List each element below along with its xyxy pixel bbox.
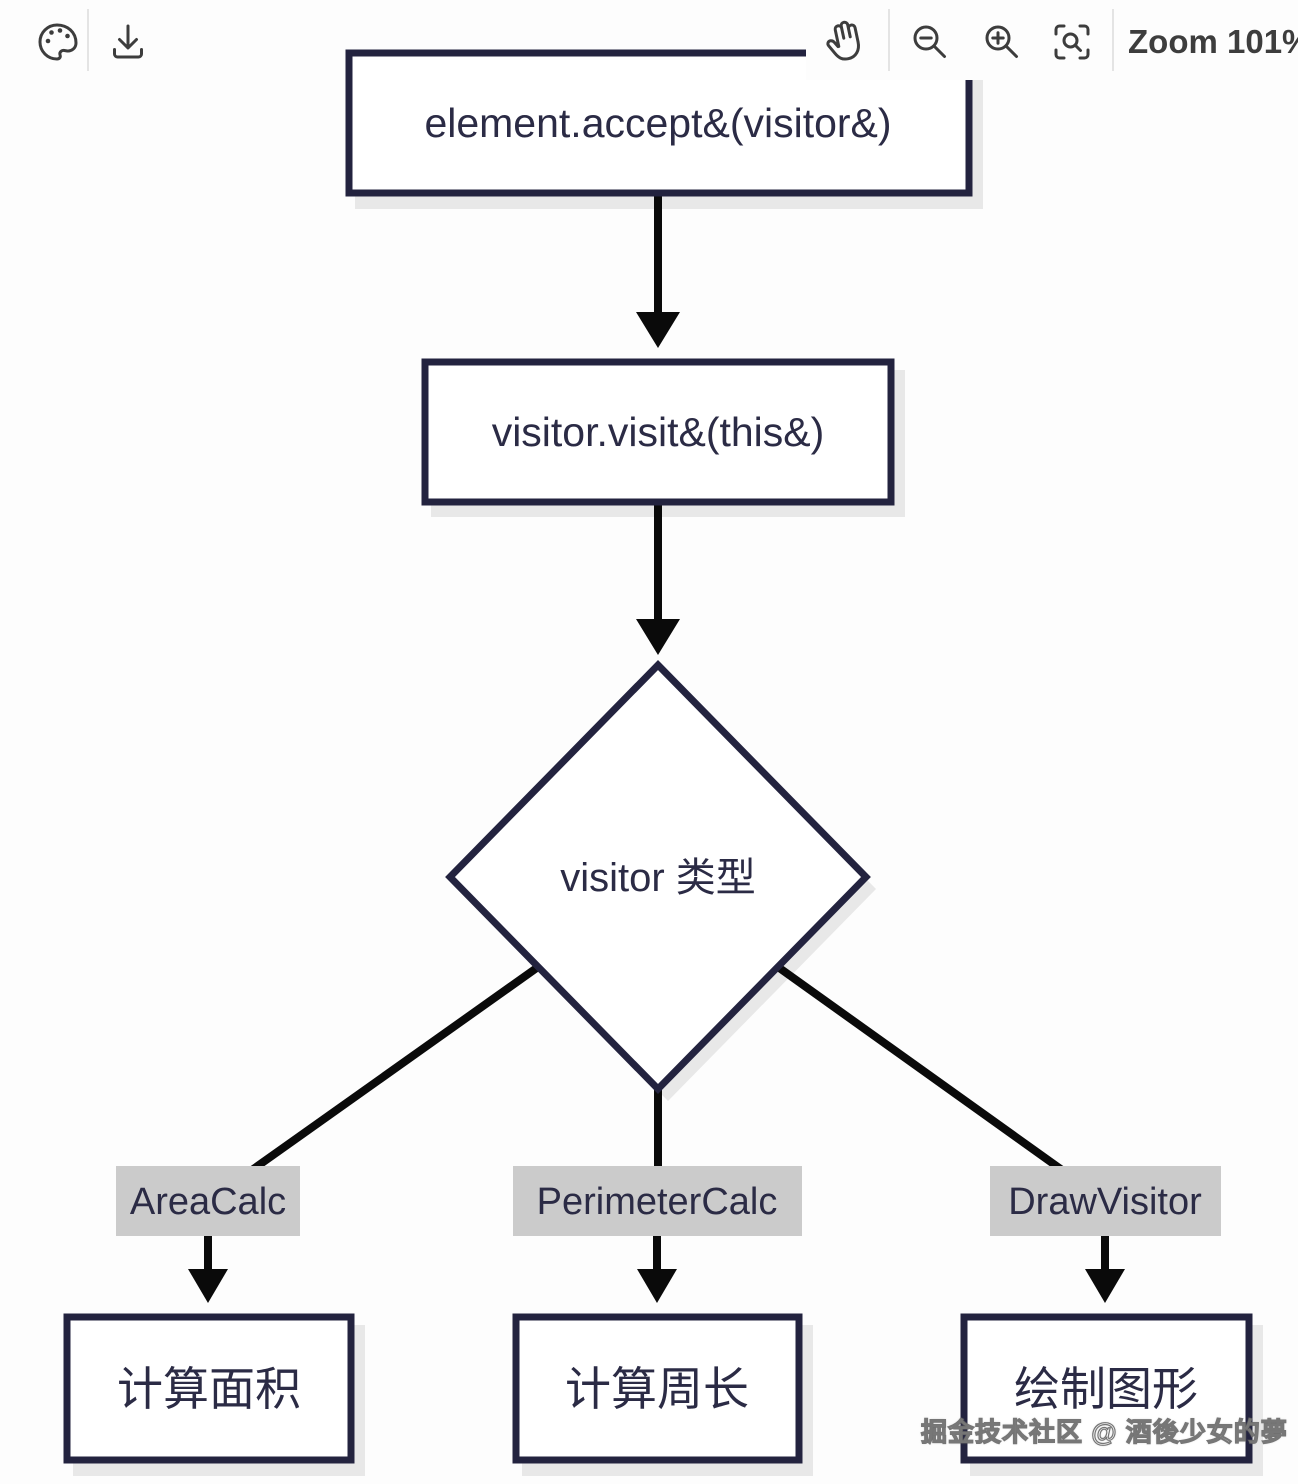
calc-area-node <box>63 1313 355 1464</box>
edge-label-draw-bg <box>990 1166 1221 1236</box>
accept-node-label: element.accept&(visitor&) <box>424 100 891 146</box>
toolbar-divider <box>1112 9 1114 71</box>
edge-label-perimeter-bg <box>513 1166 802 1236</box>
edge-label-draw: DrawVisitor <box>1008 1181 1202 1223</box>
fit-view-button[interactable] <box>1048 18 1096 66</box>
watermark: 掘金技术社区 @ 酒後少女的夢 <box>920 1416 1288 1447</box>
edge-draw-box-arrowhead <box>1085 1269 1125 1303</box>
calc-perimeter-node <box>512 1313 803 1464</box>
zoom-in-icon <box>985 25 1018 58</box>
edge-area-box-arrowhead <box>188 1269 228 1303</box>
decision-node-label: visitor 类型 <box>560 856 756 900</box>
pan-tool-button[interactable] <box>821 18 869 66</box>
zoom-level-label: Zoom 101% <box>1128 23 1298 60</box>
edge-decision-draw <box>775 963 1065 1174</box>
toolbar-divider <box>87 9 89 71</box>
theme-palette-button[interactable] <box>33 18 81 66</box>
calc-perimeter-node-label: 计算周长 <box>565 1363 749 1415</box>
palette-icon <box>38 23 78 61</box>
pan-hand-icon <box>826 20 860 61</box>
fit-view-icon <box>1054 24 1090 60</box>
edge-accept-visit-arrowhead <box>636 312 680 348</box>
download-button[interactable] <box>104 18 152 66</box>
toolbar: Zoom 101% <box>0 0 1298 84</box>
draw-shape-node <box>960 1313 1253 1464</box>
download-icon <box>113 24 143 59</box>
decision-node <box>445 660 871 1094</box>
calc-area-node-label: 计算面积 <box>117 1363 301 1415</box>
edge-label-perimeter: PerimeterCalc <box>537 1181 778 1223</box>
edge-label-area-bg <box>116 1166 300 1236</box>
zoom-out-icon <box>913 25 946 58</box>
edge-label-area: AreaCalc <box>130 1181 286 1223</box>
edge-perimeter-box-arrowhead <box>637 1269 677 1303</box>
zoom-out-button[interactable] <box>906 18 954 66</box>
edge-visit-decision-arrowhead <box>636 619 680 655</box>
toolbar-divider <box>888 9 890 71</box>
zoom-in-button[interactable] <box>978 18 1026 66</box>
visit-node <box>421 358 895 506</box>
edge-decision-area <box>249 963 541 1174</box>
visit-node-label: visitor.visit&(this&) <box>492 409 825 455</box>
draw-shape-node-label: 绘制图形 <box>1014 1363 1198 1415</box>
